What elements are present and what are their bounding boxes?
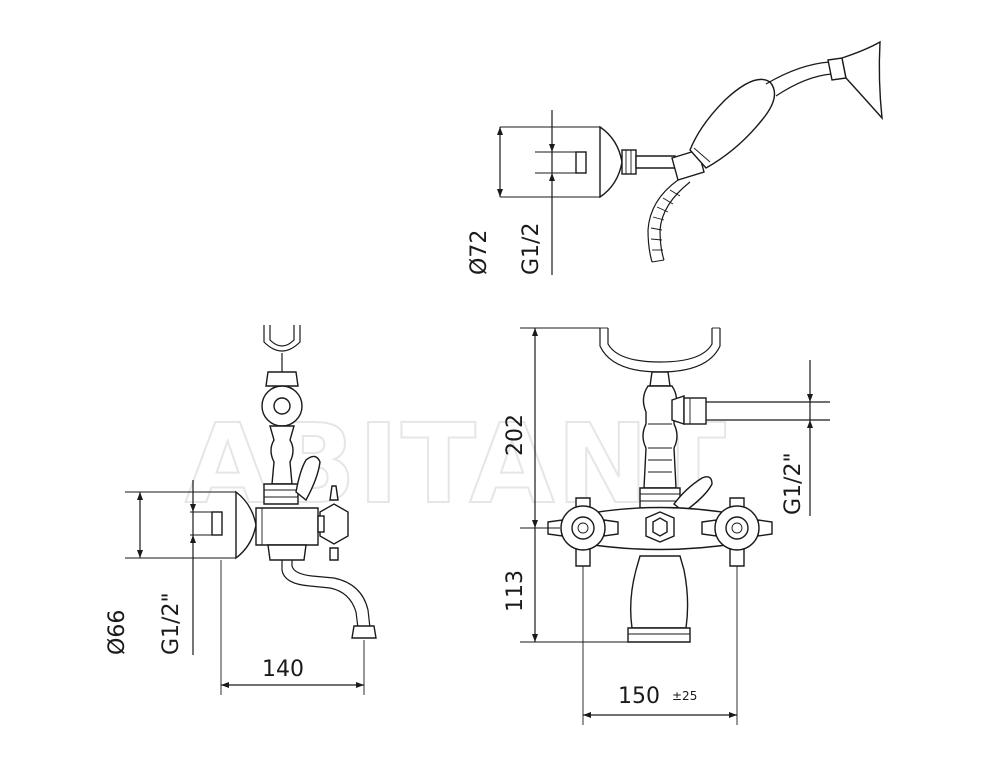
dim-hand-shower-diameter: Ø72 [467,230,492,275]
dim-center-distance: 150 [618,684,660,709]
dim-height-lower: 113 [503,570,528,612]
dim-height-upper: 202 [503,414,528,456]
dim-hand-shower-thread: G1/2 [519,223,544,275]
dim-front-thread: G1/2" [781,452,806,515]
front-view: 202 113 G1/2" 150 ±25 [503,327,830,725]
dim-center-tolerance: ±25 [672,689,697,703]
side-view: Ø66 G1/2" 140 [105,325,377,695]
dim-spout-reach: 140 [262,657,304,682]
left-cross-handle [547,497,619,567]
dim-side-diameter: Ø66 [105,610,130,655]
hand-shower-view: Ø72 G1/2 [467,40,883,275]
right-cross-handle [701,497,773,567]
dim-side-thread: G1/2" [159,592,184,655]
